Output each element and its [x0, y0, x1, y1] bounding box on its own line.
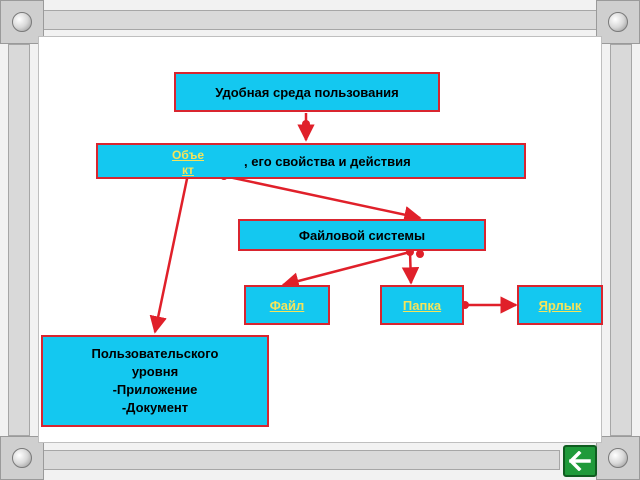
object-box: Объе кт , его свойства и действия: [96, 143, 526, 179]
file-box[interactable]: Файл: [244, 285, 330, 325]
object-link[interactable]: Объе кт: [171, 148, 204, 177]
user-level-line: -Документ: [121, 400, 189, 415]
knob-icon: [608, 12, 628, 32]
object-box-rest-label: , его свойства и действия: [244, 154, 411, 169]
arrow-fs-to-folder: [401, 251, 420, 285]
knob-icon: [12, 12, 32, 32]
frame-right-bar: [610, 44, 632, 436]
folder-box[interactable]: Папка: [380, 285, 464, 325]
arrow-object-to-user: [149, 173, 190, 334]
user-level-line: Пользовательского: [91, 346, 219, 361]
knob-icon: [608, 448, 628, 468]
back-button[interactable]: [563, 445, 597, 477]
knob-icon: [12, 448, 32, 468]
top-box-label: Удобная среда пользования: [215, 84, 399, 100]
arrow-fs-to-file: [281, 250, 411, 290]
folder-box-label: Папка: [402, 297, 442, 313]
shortcut-box[interactable]: Ярлык: [517, 285, 603, 325]
user-level-line: уровня: [131, 364, 179, 379]
arrow-dot: [416, 250, 424, 258]
fs-box-label: Файловой системы: [298, 227, 426, 243]
top-box: Удобная среда пользования: [174, 72, 440, 112]
frame-left-bar: [8, 44, 30, 436]
arrow-left-icon: [569, 451, 591, 471]
file-box-label: Файл: [269, 297, 305, 313]
arrow-object-to-fs: [223, 174, 422, 224]
corner-top-left: [0, 0, 44, 44]
user-level-box: Пользовательского уровня -Приложение -До…: [41, 335, 269, 427]
user-level-line: -Приложение: [112, 382, 198, 397]
fs-box: Файловой системы: [238, 219, 486, 251]
shortcut-box-label: Ярлык: [538, 297, 582, 313]
arrow-dot: [302, 120, 310, 128]
